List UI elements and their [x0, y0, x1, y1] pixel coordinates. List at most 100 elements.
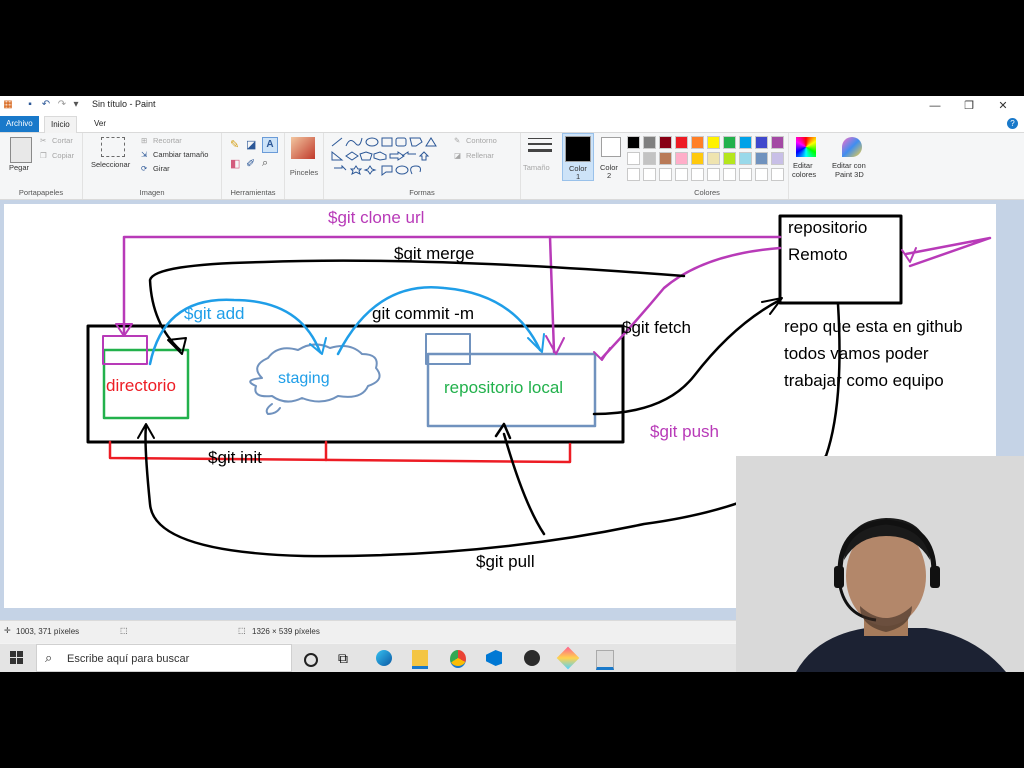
rotate-button[interactable]: Girar [153, 164, 170, 173]
remote-repo-line1: repositorio [788, 218, 868, 237]
brush-icon[interactable] [291, 137, 315, 159]
paint3d-button[interactable]: Editar con Paint 3D [828, 133, 876, 187]
size-line-medium [528, 143, 552, 145]
color-swatch[interactable] [771, 136, 784, 149]
windows-start-icon[interactable] [10, 651, 24, 665]
color-swatch[interactable] [739, 136, 752, 149]
rotate-icon[interactable]: ⟳ [141, 164, 148, 173]
color-swatch[interactable] [627, 136, 640, 149]
color-swatch[interactable] [659, 136, 672, 149]
paste-label[interactable]: Pegar [9, 163, 30, 172]
color-swatch[interactable] [739, 152, 752, 165]
resize-icon[interactable]: ⇲ [141, 150, 148, 159]
color-swatch[interactable] [643, 152, 656, 165]
minimize-button[interactable]: — [929, 100, 941, 112]
selection-size-icon: ⬚ [120, 626, 128, 635]
github-desktop-icon[interactable] [524, 650, 540, 666]
edit-colors-button[interactable]: Editar colores [790, 133, 824, 187]
color-swatch[interactable] [691, 168, 704, 181]
local-repo-box [426, 352, 597, 428]
cursor-position: 1003, 371 píxeles [16, 627, 80, 636]
color-swatch[interactable] [691, 152, 704, 165]
color-swatch[interactable] [723, 152, 736, 165]
cut-icon[interactable]: ✂ [40, 136, 47, 145]
paste-icon[interactable] [10, 137, 32, 163]
color-swatch[interactable] [771, 168, 784, 181]
color-picker-icon[interactable]: ✐ [246, 158, 256, 170]
customize-qa-icon[interactable]: ▾ [73, 99, 79, 110]
size-line-thin [528, 138, 552, 139]
colors-group: Colores [626, 133, 789, 199]
shapes-gallery-icon[interactable] [330, 136, 454, 178]
tab-ver[interactable]: Ver [94, 119, 107, 128]
color-swatch[interactable] [723, 168, 736, 181]
resize-button[interactable]: Cambiar tamaño [153, 150, 209, 159]
copy-button[interactable]: Copiar [52, 151, 75, 160]
fill-shape-icon[interactable]: ◪ [454, 151, 462, 160]
cut-button[interactable]: Cortar [52, 136, 73, 145]
color-swatch[interactable] [627, 168, 640, 181]
eraser-icon[interactable]: ◧ [230, 158, 241, 170]
color-swatch[interactable] [627, 152, 640, 165]
tab-inicio[interactable]: Inicio [44, 116, 77, 133]
chrome-icon[interactable] [450, 650, 466, 668]
size-button[interactable]: Tamaño [523, 163, 550, 172]
color-swatch[interactable] [643, 168, 656, 181]
select-button[interactable]: Seleccionar [91, 160, 131, 169]
cursor-position-icon: ✛ [4, 626, 11, 635]
pencil-icon[interactable]: ✎ [230, 139, 240, 151]
help-icon[interactable]: ? [1007, 118, 1018, 129]
color-swatch[interactable] [755, 168, 768, 181]
color-swatch[interactable] [755, 136, 768, 149]
color2-button[interactable]: Color 2 [598, 133, 626, 181]
taskbar-search-box[interactable]: ⌕ Escribe aquí para buscar [36, 644, 292, 672]
file-explorer-icon[interactable] [412, 650, 428, 669]
cortana-icon[interactable] [304, 653, 318, 667]
title-bar: ▦ ▪ ↶ ↷ ▾ Sin título - Paint — ❐ ✕ [0, 96, 1024, 116]
color-swatch[interactable] [707, 136, 720, 149]
redo-icon[interactable]: ↷ [57, 99, 67, 110]
photos-app-icon[interactable] [556, 646, 580, 670]
edge-icon[interactable] [376, 650, 392, 666]
color-swatch[interactable] [755, 152, 768, 165]
color-swatch[interactable] [675, 152, 688, 165]
color-swatch[interactable] [675, 168, 688, 181]
select-icon[interactable] [101, 137, 125, 157]
color1-button[interactable]: Color 1 [562, 133, 594, 181]
outline-button[interactable]: Contorno [466, 136, 497, 145]
note-line2: todos vamos poder [784, 344, 929, 363]
crop-icon[interactable]: ⊞ [141, 136, 148, 145]
git-commit-label: git commit -m [372, 304, 474, 323]
task-view-icon[interactable]: ⧉ [338, 650, 348, 666]
search-placeholder: Escribe aquí para buscar [67, 653, 190, 665]
fill-icon[interactable]: ◪ [246, 139, 257, 151]
ribbon-tabs: Archivo Inicio Ver ? [0, 116, 1024, 133]
color-swatch[interactable] [739, 168, 752, 181]
color-swatch[interactable] [771, 152, 784, 165]
save-icon[interactable]: ▪ [28, 99, 32, 110]
brushes-label[interactable]: Pinceles [289, 168, 319, 177]
colors-group-label: Colores [694, 188, 720, 197]
fill-shape-button[interactable]: Rellenar [466, 151, 494, 160]
crop-button[interactable]: Recortar [153, 136, 182, 145]
color-swatch[interactable] [659, 152, 672, 165]
color-swatch[interactable] [675, 136, 688, 149]
close-button[interactable]: ✕ [998, 100, 1008, 112]
magnifier-icon[interactable]: ⌕ [262, 157, 269, 169]
color-swatch[interactable] [723, 136, 736, 149]
color-swatch[interactable] [659, 168, 672, 181]
color1-label: Color [569, 164, 587, 173]
vscode-icon[interactable] [486, 650, 502, 666]
color-swatch[interactable] [707, 152, 720, 165]
text-tool-icon[interactable]: A [262, 137, 278, 153]
tab-archivo[interactable]: Archivo [0, 116, 39, 132]
color-swatch[interactable] [707, 168, 720, 181]
outline-icon[interactable]: ✎ [454, 136, 461, 145]
maximize-button[interactable]: ❐ [964, 100, 974, 112]
color1-swatch [565, 136, 591, 162]
color-swatch[interactable] [691, 136, 704, 149]
undo-icon[interactable]: ↶ [41, 99, 51, 110]
copy-icon[interactable]: ❐ [40, 151, 47, 160]
paint-taskbar-icon[interactable] [596, 650, 614, 670]
color-swatch[interactable] [643, 136, 656, 149]
